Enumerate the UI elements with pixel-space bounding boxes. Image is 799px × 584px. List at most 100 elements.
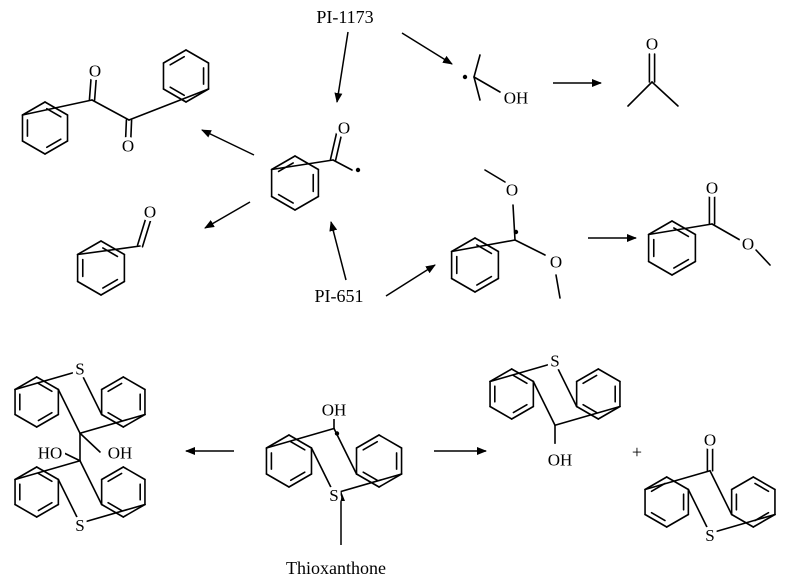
ring-double-bond [289, 440, 306, 451]
ring-bond [122, 413, 146, 428]
thioxanthyl-radical-right-ring [355, 434, 403, 488]
bond [329, 132, 338, 161]
bond [555, 274, 561, 299]
benzaldehyde-oxygen: O [144, 203, 156, 222]
bond [755, 249, 771, 266]
dimer-top-right-ring [100, 376, 146, 428]
ring-bond [450, 277, 476, 293]
methyl-benzoate-ring [647, 220, 697, 276]
radical-dot [334, 431, 340, 436]
dimer-bottom-right-ring [100, 466, 146, 518]
arrow-pi1173-to-hydroxypropyl [401, 32, 453, 65]
bond [554, 361, 578, 408]
bond [644, 469, 711, 491]
bond [333, 473, 403, 495]
ring-bond [14, 376, 38, 391]
benzil-left-ring [21, 101, 69, 155]
ring-bond [270, 195, 296, 211]
bond [310, 447, 335, 495]
dimer-bottom-sulfur: S [75, 516, 84, 535]
bond [512, 204, 516, 241]
bond [21, 99, 93, 116]
ring-bond [35, 466, 60, 481]
ring-bond [671, 260, 697, 276]
ring-bond [14, 503, 38, 518]
ring-bond [474, 277, 500, 293]
bond [450, 239, 516, 253]
bond [687, 488, 711, 535]
acetone-oxygen: O [646, 35, 658, 54]
ring-bond [21, 101, 46, 116]
ester-carbonyl-oxygen: O [706, 179, 718, 198]
ring-bond [644, 476, 668, 491]
ring-bond [597, 405, 621, 420]
bond [651, 81, 679, 107]
ring-double-bond [45, 107, 62, 118]
label-thioxanthone: Thioxanthone [286, 558, 386, 578]
arrow-pi651-to-dimethoxybenzyl [385, 264, 436, 297]
ring-bond [100, 280, 126, 296]
ring-bond [671, 220, 697, 236]
ring-bond [35, 503, 60, 518]
ring-bond [597, 368, 621, 383]
bond [627, 81, 653, 107]
ring-bond [162, 88, 187, 103]
thioxanthone-oxygen: O [704, 431, 716, 450]
bond [709, 513, 776, 535]
ring-double-bond [169, 86, 186, 97]
bond [136, 218, 147, 247]
bond [88, 73, 93, 101]
ring-double-bond [37, 501, 53, 512]
ring-bond [294, 195, 320, 211]
ring-double-bond [512, 374, 528, 385]
ring-double-bond [582, 374, 598, 385]
bond [334, 133, 343, 162]
bond [128, 88, 210, 121]
ring-double-bond [37, 382, 53, 393]
thioxanthone-sulfur: S [705, 526, 714, 545]
ring-bond [185, 49, 210, 64]
bond [57, 388, 81, 435]
arrow-pi1173-to-benzoyl [334, 31, 349, 103]
arrow-pi651-to-benzoyl [329, 221, 347, 281]
thioxanthydrol-sulfur: S [550, 351, 559, 370]
bond [265, 427, 335, 449]
label-pi-1173: PI-1173 [316, 7, 373, 27]
ring-bond [265, 434, 290, 449]
ring-bond [730, 476, 755, 491]
ring-bond [355, 473, 380, 488]
dimethoxybenzyl-ring [450, 237, 500, 293]
bond [711, 223, 741, 241]
bond [514, 239, 546, 256]
ring-bond [44, 140, 69, 155]
dimer-ho: HO [38, 444, 63, 463]
bond [473, 76, 481, 101]
bond [79, 503, 146, 525]
ring-bond [489, 405, 513, 420]
dimer-oh: OH [108, 444, 133, 463]
bond [79, 413, 146, 435]
bond [93, 73, 98, 101]
ring-double-bond [45, 138, 62, 149]
ring-double-bond [37, 411, 53, 422]
ring-bond [14, 413, 38, 428]
ring-bond [575, 405, 600, 420]
bond [79, 432, 101, 453]
ring-double-bond [102, 247, 119, 258]
ring-double-bond [102, 278, 119, 289]
benzaldehyde-ring [76, 240, 126, 296]
benzoyl-oxygen: O [338, 119, 350, 138]
label-pi-651: PI-651 [315, 286, 364, 306]
ring-bond [122, 503, 146, 518]
ring-double-bond [673, 258, 690, 269]
bond [333, 427, 358, 475]
arrow-to-benzil [201, 129, 255, 156]
bond [14, 459, 81, 481]
benzil-right-ring [162, 49, 210, 103]
ring-bond [76, 280, 102, 296]
bond [709, 469, 733, 516]
methoxy-oxygen-1: O [506, 181, 518, 200]
ring-bond [575, 368, 600, 383]
